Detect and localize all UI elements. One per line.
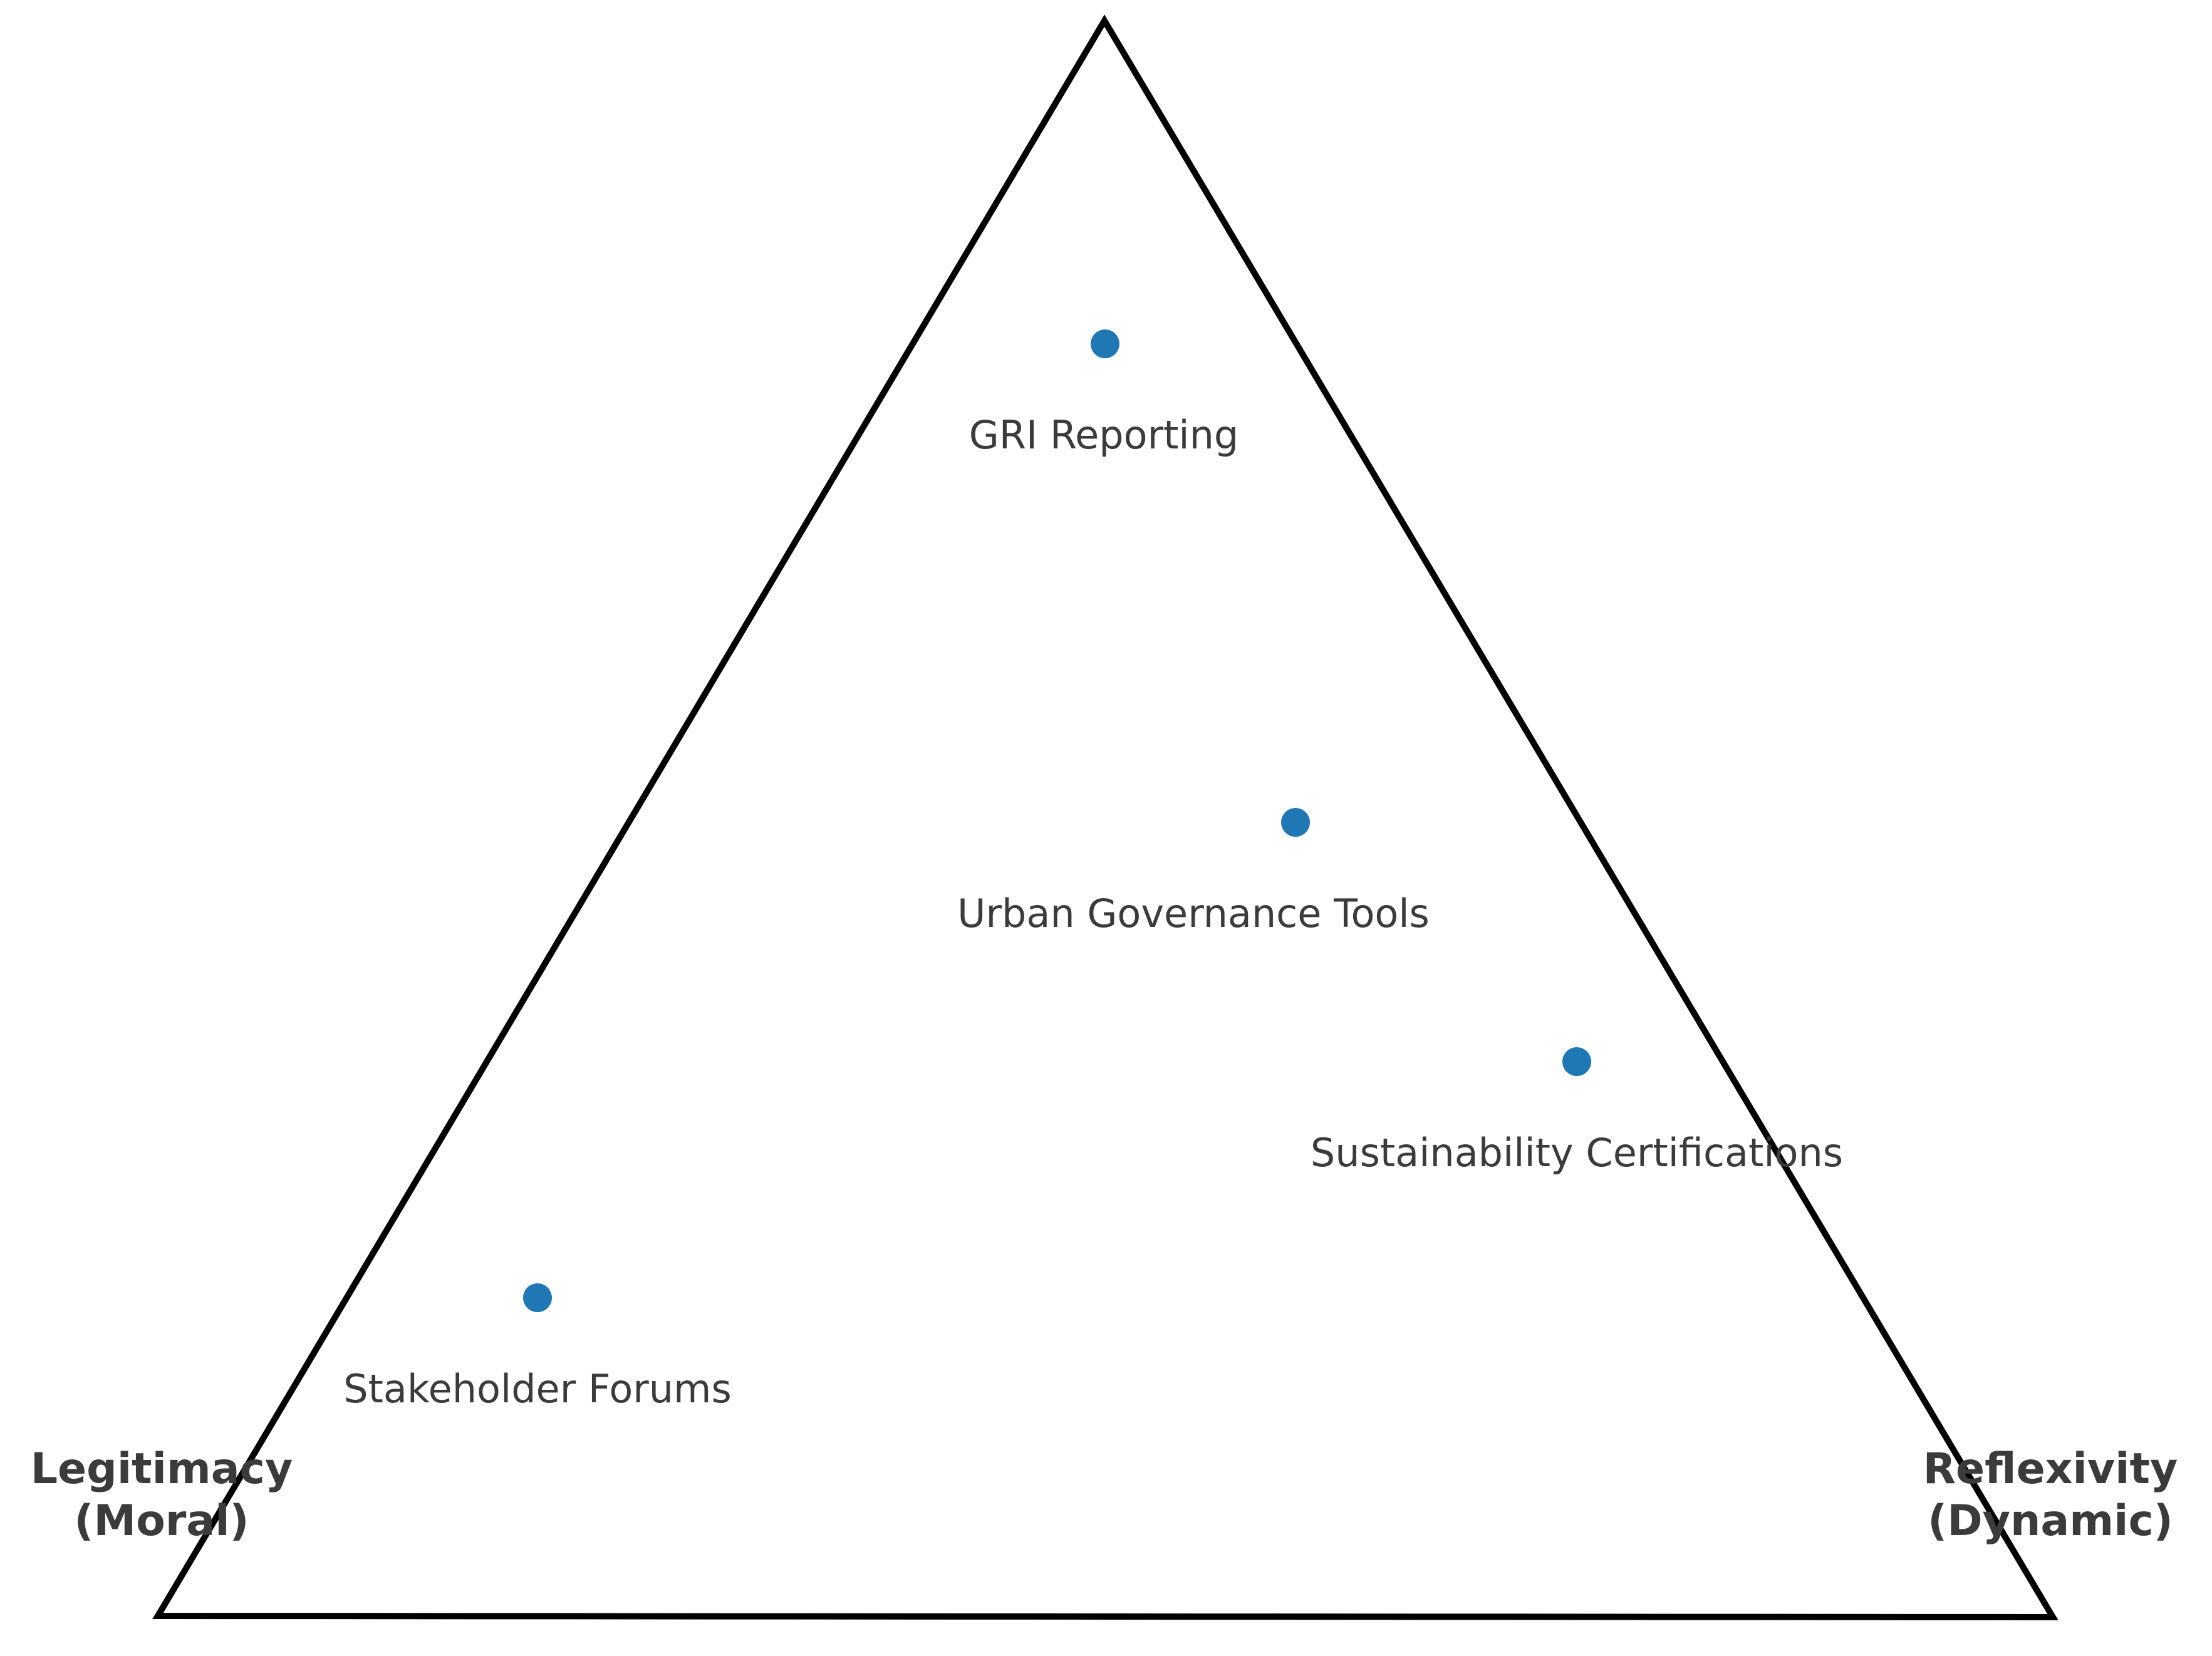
data-point-marker[interactable] xyxy=(1281,808,1310,837)
triangle-outline xyxy=(152,14,2059,1621)
data-point-marker[interactable] xyxy=(523,1283,552,1312)
data-point-group xyxy=(523,329,1591,1312)
data-point-marker[interactable] xyxy=(1091,329,1119,358)
data-point-marker[interactable] xyxy=(1562,1047,1591,1076)
